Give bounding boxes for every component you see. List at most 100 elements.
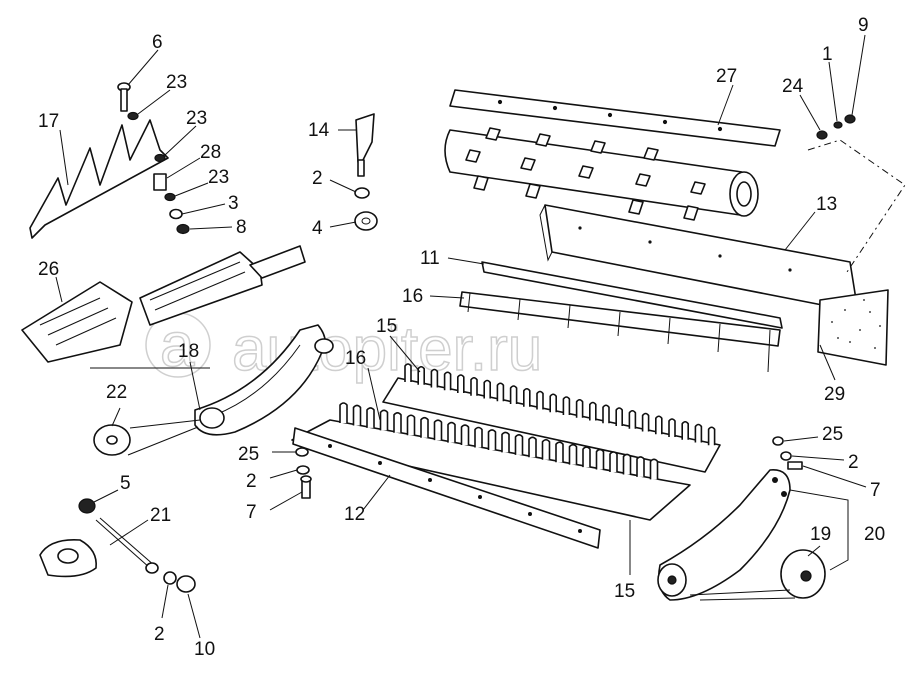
callout-11: 11 (420, 248, 440, 269)
callout-5: 5 (120, 473, 131, 494)
comb-tooth (568, 443, 578, 465)
watermark-logo-letter: a (160, 311, 195, 380)
part-1-washer (833, 121, 843, 129)
callout-14: 14 (308, 120, 330, 141)
comb-tooth (575, 398, 584, 418)
part-29-speckled-plate (817, 289, 889, 366)
callout-2: 2 (154, 624, 165, 645)
callout-12: 12 (344, 504, 365, 525)
part-9-nut (844, 114, 856, 124)
part-16-lower-comb (291, 402, 691, 521)
comb-tooth (589, 401, 597, 421)
leader-lines (55, 34, 906, 639)
callout-20: 20 (864, 524, 885, 545)
comb-tooth (352, 404, 362, 426)
callout-27: 27 (716, 66, 737, 87)
callout-labels: 6 23 17 23 28 23 3 8 26 14 2 4 27 9 1 24… (38, 15, 885, 660)
comb-tooth (420, 416, 429, 438)
comb-tooth (417, 365, 425, 385)
callout-9: 9 (858, 15, 869, 36)
comb-tooth (509, 385, 518, 404)
callout-2: 2 (848, 452, 859, 473)
comb-tooth (457, 374, 465, 393)
comb-tooth (366, 407, 375, 428)
comb-tooth (501, 431, 510, 453)
comb-tooth (655, 415, 663, 435)
callout-17: 17 (38, 111, 59, 132)
callout-22: 22 (106, 382, 127, 403)
comb-tooth (523, 387, 531, 407)
callout-16: 16 (402, 286, 423, 307)
part-4-nut (354, 211, 378, 231)
part-3-nut (169, 208, 183, 220)
comb-tooth (483, 379, 491, 399)
part-23-washer-b (154, 153, 166, 163)
callout-25: 25 (822, 424, 843, 445)
comb-tooth (433, 419, 443, 441)
comb-tooth (641, 412, 650, 432)
callout-24: 24 (782, 76, 804, 97)
comb-tooth (668, 418, 676, 437)
callout-25: 25 (238, 444, 259, 465)
comb-tooth (430, 368, 439, 388)
comb-tooth (536, 390, 544, 410)
comb-tooth (681, 420, 689, 440)
part-21-bracket-bolt (39, 517, 159, 578)
part-19-disc (780, 549, 826, 599)
part-2-washer-b (296, 465, 310, 475)
comb-tooth (443, 371, 452, 391)
part-2-washer-a (354, 187, 370, 199)
callout-8: 8 (236, 217, 247, 238)
callout-2: 2 (312, 168, 323, 189)
comb-tooth (339, 402, 348, 423)
part-26-grate-sections (21, 245, 306, 363)
part-2-washer-c (163, 571, 177, 585)
comb-tooth (609, 451, 618, 472)
part-16-upper-rake (459, 291, 781, 373)
comb-tooth (595, 448, 605, 470)
callout-15: 15 (614, 581, 635, 602)
comb-tooth (562, 396, 571, 415)
callout-4: 4 (312, 218, 323, 239)
part-24-washer (816, 130, 828, 140)
part-17-toothed-bar (29, 119, 169, 239)
callout-23: 23 (186, 108, 207, 129)
comb-tooth (628, 409, 637, 429)
part-12-front-bar (292, 427, 601, 549)
callout-7: 7 (246, 502, 257, 523)
comb-tooth (707, 426, 716, 446)
part-18-curved-arm (194, 324, 334, 436)
part-6-bolt (117, 82, 131, 112)
part-27-top-plate (449, 89, 781, 147)
callout-26: 26 (38, 259, 59, 280)
callout-13: 13 (816, 194, 837, 215)
comb-tooth (514, 434, 524, 455)
comb-tooth (582, 446, 591, 468)
comb-tooth (649, 458, 659, 480)
part-8-nut (176, 223, 190, 235)
comb-tooth (447, 421, 456, 443)
part-25-washer-b (772, 436, 784, 446)
callout-3: 3 (228, 193, 239, 214)
part-25-washer-a (295, 447, 309, 457)
comb-tooth (541, 438, 551, 460)
part-14-stud (355, 113, 375, 177)
callout-1: 1 (822, 44, 833, 65)
part-7-bolt-a (300, 475, 312, 499)
comb-tooth (487, 429, 497, 450)
comb-tooth (636, 456, 645, 477)
comb-tooth (602, 404, 610, 424)
part-13-concave-plate (539, 204, 859, 313)
callout-18: 18 (178, 341, 199, 362)
part-28-spacer (153, 173, 167, 191)
comb-tooth (549, 393, 557, 413)
part-22-washer (93, 424, 131, 456)
callout-21: 21 (150, 505, 171, 526)
callout-2: 2 (246, 471, 257, 492)
part-15-upper-comb (382, 363, 721, 473)
comb-tooth (555, 441, 564, 463)
comb-tooth (615, 407, 623, 426)
callout-10: 10 (194, 639, 215, 660)
part-23-washer-a (127, 111, 139, 121)
